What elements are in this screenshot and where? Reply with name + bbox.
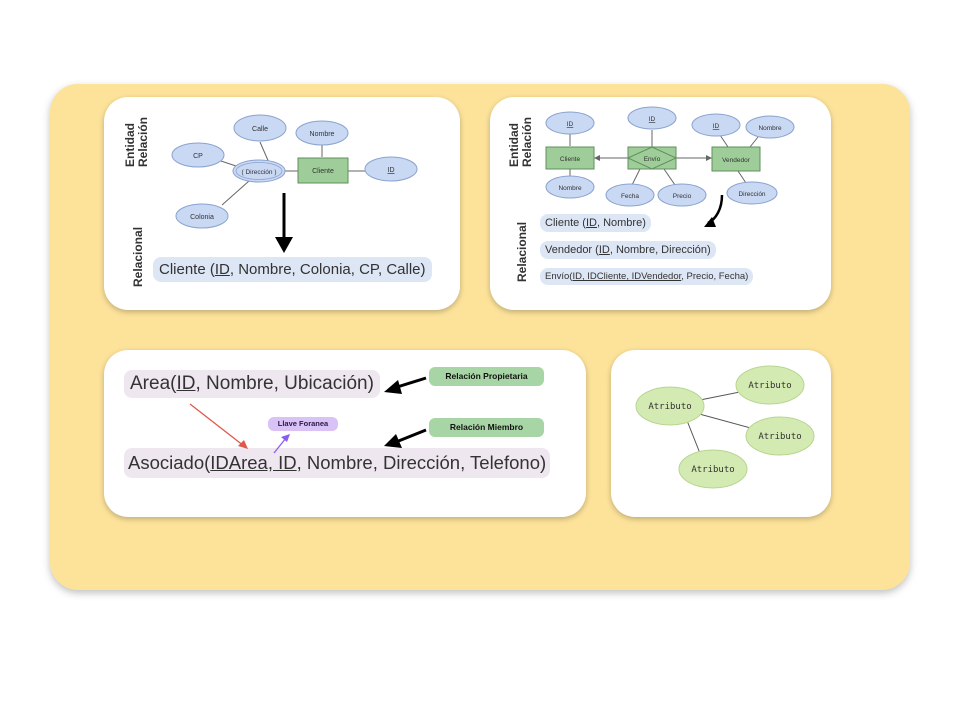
attribute-nombre-cliente: Nombre — [545, 175, 595, 199]
svg-text:Precio: Precio — [673, 193, 692, 200]
svg-text:Nombre: Nombre — [758, 125, 782, 132]
svg-text:Atributo: Atributo — [748, 381, 791, 391]
schema-key: ID — [214, 261, 230, 278]
attribute-id-envio: ID — [627, 106, 677, 130]
attribute-calle: Calle — [233, 114, 287, 142]
svg-text:Dirección: Dirección — [738, 191, 765, 198]
attribute-nombre-vendedor: Nombre — [745, 115, 795, 139]
attribute-id-cliente: ID — [545, 111, 595, 135]
tag-relacion-propietaria: Relación Propietaria — [429, 367, 544, 386]
attribute-node-1: Atributo — [635, 386, 705, 426]
card3-arrows — [189, 376, 427, 454]
svg-text:Fecha: Fecha — [621, 193, 639, 200]
relation-envio: Envío — [626, 146, 678, 170]
schema-keys: ID, IDCliente, IDVendedor — [572, 271, 682, 282]
entity-vendedor: Vendedor — [711, 146, 761, 172]
card-relacion-propietaria: Area(ID, Nombre, Ubicación) Asociado(IDA… — [104, 350, 586, 517]
schema-cliente: Cliente (ID, Nombre) — [540, 214, 651, 232]
er-diagram-envio: ID Cliente Nombre ID Envío Fecha Precio — [545, 106, 795, 227]
down-arrow — [704, 217, 716, 227]
schema-rest: , Nombre, Colonia, CP, Calle) — [229, 261, 426, 278]
svg-text:ID: ID — [567, 121, 574, 128]
svg-text:ID: ID — [388, 167, 395, 174]
svg-text:Colonia: Colonia — [190, 214, 214, 221]
down-arrow — [275, 237, 293, 253]
attribute-node-2: Atributo — [735, 365, 805, 405]
attribute-id-vendedor: ID — [691, 113, 741, 137]
schema-keys: IDArea, ID — [210, 452, 297, 473]
svg-text:Vendedor: Vendedor — [722, 157, 751, 164]
tag-llave-foranea: Llave Foranea — [268, 417, 338, 431]
schema-key: ID — [585, 217, 597, 229]
schema-prefix: Cliente ( — [159, 261, 215, 278]
schema-rest: , Precio, Fecha) — [681, 271, 749, 282]
attribute-precio: Precio — [657, 183, 707, 207]
schema-prefix: Area( — [130, 373, 177, 394]
entity-cliente: Cliente — [545, 146, 595, 170]
svg-text:Atributo: Atributo — [758, 432, 801, 442]
schema-prefix: Vendedor ( — [545, 244, 599, 256]
svg-text:Cliente: Cliente — [560, 156, 581, 163]
schema-rest: , Nombre, Ubicación) — [195, 373, 374, 394]
schema-rest: , Nombre) — [596, 217, 646, 229]
foreign-key-arrow — [189, 403, 245, 447]
schema-rest: , Nombre, Dirección) — [609, 244, 711, 256]
schema-key: ID — [176, 373, 196, 394]
attribute-direccion: Dirección — [726, 181, 778, 205]
svg-text:( Dirección ): ( Dirección ) — [241, 169, 276, 176]
schema-prefix: Cliente ( — [545, 217, 586, 229]
card-er-envio: Entidad Relación Relacional ID Cliente N… — [490, 97, 831, 310]
er-diagram-cliente: Calle Nombre CP ( Dirección ) Cliente ID… — [171, 114, 418, 253]
schema-prefix: Asociado( — [128, 452, 211, 473]
svg-text:Nombre: Nombre — [558, 185, 582, 192]
attribute-network: Atributo Atributo Atributo Atributo — [635, 365, 815, 489]
attribute-node-4: Atributo — [678, 449, 748, 489]
tag-relacion-miembro: Relación Miembro — [429, 418, 544, 437]
miembro-arrow — [395, 428, 427, 444]
card-er-cliente: Entidad Relación Relacional Calle Nombre… — [104, 97, 460, 310]
card-atributos: Atributo Atributo Atributo Atributo — [611, 350, 831, 517]
schema-envio: Envío(ID, IDCliente, IDVendedor, Precio,… — [540, 268, 754, 285]
svg-text:Atributo: Atributo — [648, 402, 691, 412]
svg-text:Envío: Envío — [644, 156, 661, 163]
llave-foranea-arrow — [273, 437, 287, 454]
schema-vendedor: Vendedor (ID, Nombre, Dirección) — [540, 241, 716, 259]
attribute-node-3: Atributo — [745, 416, 815, 456]
schema-key: ID — [598, 244, 610, 256]
svg-text:Atributo: Atributo — [691, 465, 734, 475]
attribute-nombre: Nombre — [295, 120, 349, 146]
svg-text:CP: CP — [193, 153, 203, 160]
attribute-direccion: ( Dirección ) — [232, 159, 286, 183]
svg-text:Nombre: Nombre — [310, 131, 335, 138]
schema-prefix: Envío( — [545, 271, 573, 282]
attribute-id: ID — [364, 156, 418, 182]
attribute-fecha: Fecha — [605, 183, 655, 207]
attribute-colonia: Colonia — [175, 203, 229, 229]
attribute-cp: CP — [171, 142, 225, 168]
svg-text:Cliente: Cliente — [312, 168, 334, 175]
svg-text:ID: ID — [713, 123, 720, 130]
entity-cliente: Cliente — [297, 157, 349, 184]
schema-asociado: Asociado(IDArea, ID, Nombre, Dirección, … — [124, 448, 551, 478]
svg-text:Calle: Calle — [252, 126, 268, 133]
schema-cliente: Cliente (ID, Nombre, Colonia, CP, Calle) — [153, 257, 432, 282]
svg-text:ID: ID — [649, 116, 656, 123]
schema-area: Area(ID, Nombre, Ubicación) — [124, 370, 380, 398]
schema-rest: , Nombre, Dirección, Telefono) — [296, 452, 547, 473]
